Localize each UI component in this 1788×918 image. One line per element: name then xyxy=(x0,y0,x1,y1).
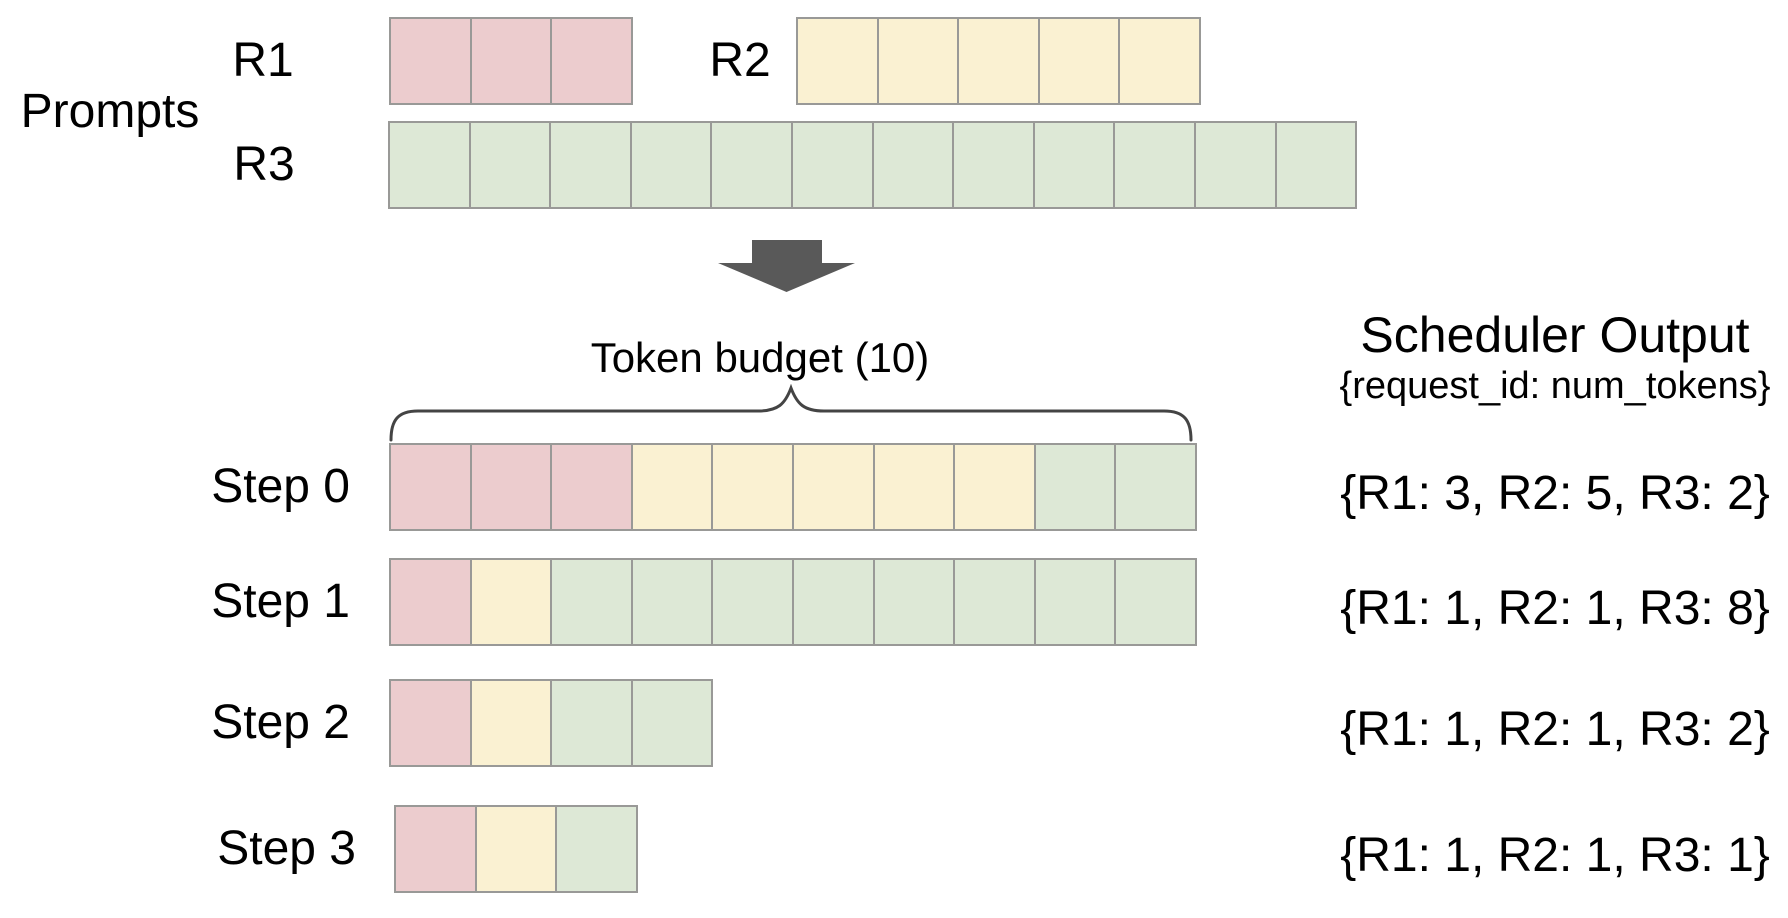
down-arrow-icon xyxy=(718,240,855,292)
token-cell-r2 xyxy=(792,444,874,530)
step-label-0: Step 0 xyxy=(211,459,350,513)
token-cell-r1 xyxy=(395,806,476,892)
scheduler-output-row-2: {R1: 1, R2: 1, R3: 2} xyxy=(1340,702,1770,756)
token-cell-r3 xyxy=(1275,122,1357,208)
prompt-row-r2 xyxy=(796,17,1201,105)
token-cell-r2 xyxy=(475,806,557,892)
token-cell-r2 xyxy=(873,444,955,530)
token-cell-r3 xyxy=(791,122,873,208)
token-cell-r2 xyxy=(954,444,1035,530)
step-row-1 xyxy=(389,558,1197,646)
token-cell-r3 xyxy=(1115,559,1196,645)
request-label-r2: R2 xyxy=(709,33,771,87)
scheduler-output-row-3: {R1: 1, R2: 1, R3: 1} xyxy=(1340,828,1770,882)
token-cell-r1 xyxy=(551,18,632,104)
token-cell-r3 xyxy=(872,122,954,208)
token-cell-r3 xyxy=(953,122,1034,208)
token-cell-r2 xyxy=(1119,18,1200,104)
token-cell-r3 xyxy=(792,559,874,645)
token-cell-r1 xyxy=(470,18,552,104)
token-cell-r1 xyxy=(551,444,632,530)
request-label-r3: R3 xyxy=(233,137,295,191)
token-cell-r3 xyxy=(1034,559,1116,645)
step-row-3 xyxy=(394,805,638,893)
token-cell-r3 xyxy=(954,559,1035,645)
prompt-row-r3 xyxy=(388,121,1358,209)
token-cell-r3 xyxy=(1114,122,1195,208)
token-cell-r2 xyxy=(712,444,793,530)
step-label-2: Step 2 xyxy=(211,695,350,749)
step-row-0 xyxy=(389,443,1197,531)
token-cell-r3 xyxy=(1033,122,1115,208)
step-label-3: Step 3 xyxy=(217,821,356,875)
token-cell-r3 xyxy=(551,559,632,645)
request-label-r1: R1 xyxy=(232,33,294,87)
prompt-row-r1 xyxy=(389,17,633,105)
token-cell-r1 xyxy=(390,680,471,766)
token-cell-r2 xyxy=(958,18,1039,104)
token-cell-r3 xyxy=(550,122,631,208)
token-budget-label: Token budget (10) xyxy=(590,333,930,381)
scheduler-output-title: Scheduler Output xyxy=(1360,307,1750,363)
token-cell-r2 xyxy=(797,18,878,104)
scheduler-output-row-1: {R1: 1, R2: 1, R3: 8} xyxy=(1340,581,1770,635)
token-cell-r1 xyxy=(390,18,471,104)
token-cell-r3 xyxy=(631,680,713,766)
token-cell-r1 xyxy=(390,444,471,530)
token-cell-r3 xyxy=(1115,444,1196,530)
scheduler-output-subtitle: {request_id: num_tokens} xyxy=(1339,365,1771,407)
token-cell-r1 xyxy=(470,444,552,530)
token-cell-r3 xyxy=(873,559,955,645)
token-cell-r3 xyxy=(389,122,470,208)
step-label-1: Step 1 xyxy=(211,574,350,628)
step-row-2 xyxy=(389,679,714,767)
token-cell-r3 xyxy=(1034,444,1116,530)
prompts-section-label: Prompts xyxy=(20,84,200,138)
token-cell-r3 xyxy=(712,559,793,645)
token-cell-r1 xyxy=(390,559,471,645)
token-cell-r3 xyxy=(469,122,551,208)
token-cell-r3 xyxy=(630,122,712,208)
token-cell-r3 xyxy=(631,559,713,645)
token-cell-r3 xyxy=(556,806,637,892)
token-cell-r2 xyxy=(1038,18,1120,104)
token-cell-r3 xyxy=(551,680,632,766)
token-cell-r2 xyxy=(470,680,552,766)
token-cell-r3 xyxy=(1194,122,1276,208)
token-cell-r2 xyxy=(470,559,552,645)
token-cell-r2 xyxy=(877,18,959,104)
scheduler-output-row-0: {R1: 3, R2: 5, R3: 2} xyxy=(1340,466,1770,520)
token-cell-r2 xyxy=(631,444,713,530)
token-cell-r3 xyxy=(711,122,792,208)
token-budget-brace xyxy=(389,384,1193,442)
